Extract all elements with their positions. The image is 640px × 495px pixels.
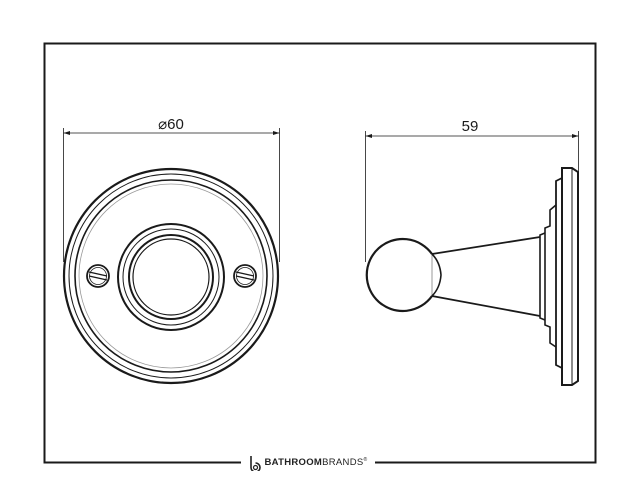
boss-ring-2	[122, 228, 220, 326]
registered-mark: ®	[363, 457, 368, 464]
boss-inner-face	[132, 238, 210, 316]
brand-name: BATHROOMBRANDS®	[264, 457, 367, 468]
screw-left	[86, 264, 110, 288]
ball-knob-neck	[431, 253, 442, 297]
front-arrow-left	[63, 131, 70, 135]
side-dimension-label: 59	[462, 118, 479, 135]
front-view	[62, 128, 280, 385]
rosette-rim-inner	[68, 173, 274, 379]
b-logo-icon	[250, 456, 262, 471]
drawing-frame	[43, 42, 597, 464]
side-view	[365, 131, 579, 386]
front-arrow-right	[273, 131, 280, 135]
brand-name-bold: BATHROOM	[264, 457, 323, 469]
brand-name-regular: BRANDS	[322, 457, 364, 469]
side-arrow-left	[365, 134, 372, 138]
wall-plate-step-2	[544, 204, 557, 348]
wall-plate-step-1	[555, 177, 563, 369]
brand-logo: BATHROOMBRANDS®	[241, 453, 375, 473]
boss-ring-3	[128, 234, 214, 320]
front-dimension-label: ⌀60	[158, 116, 184, 133]
rosette-rim-step	[74, 179, 268, 373]
tapered-stem	[431, 236, 541, 317]
boss-outer-ring	[117, 223, 225, 331]
rosette-outer-rim	[62, 167, 280, 385]
side-arrow-right	[572, 134, 579, 138]
collar	[539, 232, 546, 321]
ball-knob	[365, 237, 433, 313]
rosette-face	[78, 183, 264, 369]
screw-right	[233, 264, 257, 288]
wall-plate-outer	[561, 167, 579, 386]
